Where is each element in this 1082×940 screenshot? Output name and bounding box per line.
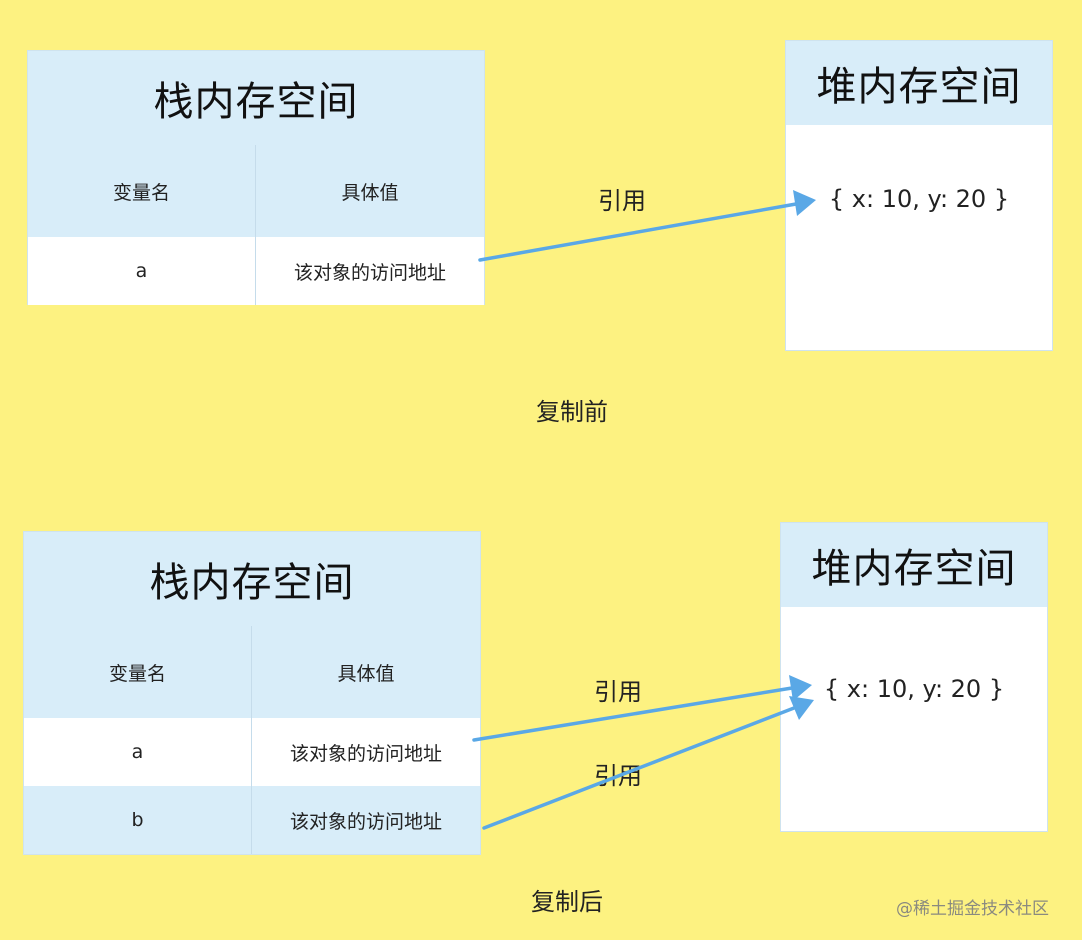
heap-value-before: { x: 10, y: 20 } bbox=[828, 185, 1010, 213]
row-name-a-after: a bbox=[24, 718, 252, 786]
table-row: a 该对象的访问地址 bbox=[28, 237, 484, 305]
arrow-label-before: 引用 bbox=[598, 187, 646, 215]
arrow-after-a bbox=[472, 675, 812, 742]
stack-table-after: 栈内存空间 变量名 具体值 a 该对象的访问地址 b 该对象的访问地址 bbox=[23, 531, 481, 855]
stack-title-after: 栈内存空间 bbox=[24, 532, 480, 627]
watermark: @稀土掘金技术社区 bbox=[896, 899, 1049, 919]
header-name-after: 变量名 bbox=[24, 626, 252, 718]
row-name-b-after: b bbox=[24, 786, 252, 854]
stack-table-before: 栈内存空间 变量名 具体值 a 该对象的访问地址 bbox=[27, 50, 485, 305]
arrow-before bbox=[478, 190, 816, 262]
heap-title-before: 堆内存空间 bbox=[786, 41, 1052, 125]
header-value-before: 具体值 bbox=[341, 181, 399, 204]
heap-box-after: 堆内存空间 { x: 10, y: 20 } bbox=[780, 522, 1048, 832]
row-name-a-before: a bbox=[28, 237, 256, 305]
row-value-b-after: 该对象的访问地址 bbox=[289, 810, 442, 833]
table-row: b 该对象的访问地址 bbox=[24, 786, 480, 854]
table-row: a 该对象的访问地址 bbox=[24, 718, 480, 787]
header-value-after: 具体值 bbox=[337, 662, 395, 685]
stack-header-row-before: 变量名 具体值 bbox=[28, 145, 484, 238]
header-name-before: 变量名 bbox=[28, 145, 256, 237]
row-value-a-before: 该对象的访问地址 bbox=[293, 261, 446, 284]
row-value-a-after: 该对象的访问地址 bbox=[289, 742, 442, 765]
caption-before: 复制前 bbox=[536, 398, 608, 426]
arrow-after-b bbox=[482, 696, 814, 830]
stack-header-row-after: 变量名 具体值 bbox=[24, 626, 480, 719]
heap-title-after: 堆内存空间 bbox=[781, 523, 1047, 607]
caption-after: 复制后 bbox=[531, 888, 603, 916]
heap-value-after: { x: 10, y: 20 } bbox=[823, 675, 1005, 703]
arrow-label-after-a: 引用 bbox=[594, 678, 642, 706]
heap-box-before: 堆内存空间 { x: 10, y: 20 } bbox=[785, 40, 1053, 351]
stack-title-before: 栈内存空间 bbox=[28, 51, 484, 146]
